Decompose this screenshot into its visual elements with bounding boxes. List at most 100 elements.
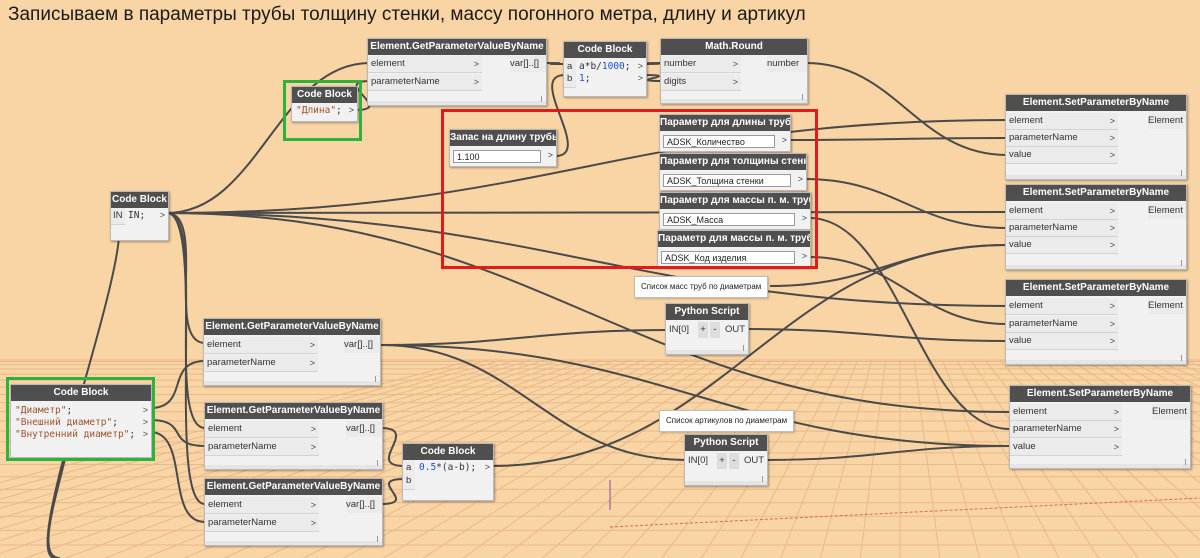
node-title: Element.SetParameterByName xyxy=(1010,386,1190,402)
node-title: Code Block xyxy=(403,444,493,460)
output-port[interactable]: var[]..[] xyxy=(346,497,382,513)
code-block-in[interactable]: Code Block IN IN; > xyxy=(110,191,169,241)
input-port-parametername[interactable]: parameterName> xyxy=(1006,220,1118,237)
input-port-b[interactable]: b xyxy=(564,71,576,88)
node-title: Element.SetParameterByName xyxy=(1006,95,1186,111)
note-massa[interactable]: Список масс труб по диаметрам xyxy=(634,276,769,298)
node-title: Параметр для массы п. м. трубы xyxy=(660,193,810,209)
output-port[interactable]: Element xyxy=(1148,298,1186,314)
code-block-ab[interactable]: Code Block a b a*b/1000; 1; >> xyxy=(563,41,647,97)
string-node-param-massa[interactable]: Параметр для массы п. м. трубы ADSK_Масс… xyxy=(659,192,811,230)
input-port-in0[interactable]: IN[0] xyxy=(669,324,690,335)
input-port-value[interactable]: value> xyxy=(1006,333,1118,350)
node-title: Code Block xyxy=(11,385,151,401)
remove-input-button[interactable]: - xyxy=(710,322,720,338)
node-title: Python Script xyxy=(666,304,748,320)
set-param-node-1[interactable]: Element.SetParameterByName element> para… xyxy=(1005,94,1187,180)
input-port-value[interactable]: value> xyxy=(1010,439,1122,456)
string-value-input[interactable]: ADSK_Масса xyxy=(663,213,795,226)
node-title: Math.Round xyxy=(661,39,807,55)
node-title: Element.GetParameterValueByName xyxy=(205,403,382,419)
output-port[interactable]: var[]..[] xyxy=(346,421,382,437)
green-highlight-frame-diameters xyxy=(6,377,155,461)
node-title: Element.SetParameterByName xyxy=(1006,280,1186,296)
input-port-in[interactable]: IN xyxy=(111,208,125,225)
remove-input-button[interactable]: - xyxy=(729,453,739,469)
node-title: Code Block xyxy=(292,87,357,103)
code-text[interactable]: a*b/1000; 1; xyxy=(579,61,631,84)
code-text[interactable]: IN; xyxy=(128,210,146,221)
output-port[interactable]: OUT xyxy=(725,324,746,335)
output-port[interactable]: Element xyxy=(1148,113,1186,129)
input-port-parametername[interactable]: parameterName> xyxy=(204,355,318,372)
green-highlight-frame-dlina xyxy=(283,80,362,141)
get-param-node-3[interactable]: Element.GetParameterValueByName element>… xyxy=(204,478,383,546)
note-artikul[interactable]: Список артикулов по диаметрам xyxy=(659,410,795,432)
node-title: Параметр для толщины стенки xyxy=(660,154,806,170)
node-title: Запас на длину трубы xyxy=(450,130,556,146)
diagram-title: Записываем в параметры трубы толщину сте… xyxy=(8,4,806,25)
add-input-button[interactable]: + xyxy=(698,322,708,338)
red-highlight-frame xyxy=(441,109,818,269)
python-script-node-1[interactable]: Python Script IN[0] + - OUT xyxy=(665,303,749,355)
node-title: Code Block xyxy=(564,42,646,58)
input-port-element[interactable]: element> xyxy=(205,497,319,514)
get-param-node-top[interactable]: Element.GetParameterValueByName element>… xyxy=(367,38,547,106)
node-title: Element.SetParameterByName xyxy=(1006,185,1186,201)
input-port-parametername[interactable]: parameterName> xyxy=(205,439,319,456)
math-round-node[interactable]: Math.Round number> digits> number xyxy=(660,38,808,104)
set-param-node-4[interactable]: Element.SetParameterByName element> para… xyxy=(1009,385,1191,469)
node-title: Параметр для массы п. м. трубы xyxy=(658,231,810,247)
input-port-element[interactable]: element> xyxy=(1010,404,1122,421)
input-port-parametername[interactable]: parameterName> xyxy=(368,74,482,91)
get-param-node-2[interactable]: Element.GetParameterValueByName element>… xyxy=(204,402,383,470)
output-port[interactable]: var[]..[] xyxy=(510,56,546,72)
number-node-zapas[interactable]: Запас на длину трубы 1.100 > xyxy=(449,129,557,167)
string-node-param-tolshina[interactable]: Параметр для толщины стенки ADSK_Толщина… xyxy=(659,153,807,191)
node-title: Element.GetParameterValueByName xyxy=(368,39,546,55)
input-port-element[interactable]: element> xyxy=(1006,113,1118,130)
input-port-element[interactable]: element> xyxy=(1006,298,1118,315)
code-text[interactable]: "Длина"; xyxy=(296,105,342,116)
string-node-param-dlina[interactable]: Параметр для длины трубы ADSK_Количество… xyxy=(659,114,791,152)
node-title: Element.GetParameterValueByName xyxy=(204,319,380,335)
node-title: Element.GetParameterValueByName xyxy=(205,479,382,495)
node-title: Параметр для длины трубы xyxy=(660,115,790,131)
input-port-parametername[interactable]: parameterName> xyxy=(1006,130,1118,147)
output-port[interactable]: Element xyxy=(1152,404,1190,420)
input-port-element[interactable]: element> xyxy=(1006,203,1118,220)
string-value-input[interactable]: ADSK_Код изделия xyxy=(661,251,795,264)
code-block-diameters[interactable]: Code Block "Диаметр"; "Внешний диаметр";… xyxy=(10,384,152,458)
code-text[interactable]: 0.5*(a-b); xyxy=(419,462,477,473)
input-port-element[interactable]: element> xyxy=(368,56,482,73)
node-title: Code Block xyxy=(111,192,168,208)
get-param-node-1[interactable]: Element.GetParameterValueByName element>… xyxy=(203,318,381,386)
input-port-element[interactable]: element> xyxy=(205,421,319,438)
input-port-digits[interactable]: digits> xyxy=(661,74,741,91)
string-value-input[interactable]: ADSK_Толщина стенки xyxy=(663,174,791,187)
string-node-param-kod[interactable]: Параметр для массы п. м. трубы ADSK_Код … xyxy=(657,230,811,268)
code-block-dlina[interactable]: Code Block "Длина"; > xyxy=(291,86,358,122)
input-port-b[interactable]: b xyxy=(403,473,415,490)
input-port-element[interactable]: element> xyxy=(204,337,318,354)
input-port-parametername[interactable]: parameterName> xyxy=(1010,421,1122,438)
code-block-half[interactable]: Code Block a b 0.5*(a-b); > xyxy=(402,443,494,501)
output-port[interactable]: OUT xyxy=(744,455,765,466)
node-title: Python Script xyxy=(685,435,767,451)
input-port-parametername[interactable]: parameterName> xyxy=(1006,316,1118,333)
string-value-input[interactable]: ADSK_Количество xyxy=(663,135,775,148)
output-port[interactable]: var[]..[] xyxy=(344,337,380,353)
set-param-node-3[interactable]: Element.SetParameterByName element> para… xyxy=(1005,279,1187,365)
output-port[interactable]: number xyxy=(767,56,807,72)
number-value-input[interactable]: 1.100 xyxy=(453,150,541,163)
output-port[interactable]: Element xyxy=(1148,203,1186,219)
code-text[interactable]: "Диаметр"; "Внешний диаметр"; "Внутренни… xyxy=(15,405,136,440)
set-param-node-2[interactable]: Element.SetParameterByName element> para… xyxy=(1005,184,1187,270)
add-input-button[interactable]: + xyxy=(717,453,727,469)
python-script-node-2[interactable]: Python Script IN[0] + - OUT xyxy=(684,434,768,486)
input-port-value[interactable]: value> xyxy=(1006,237,1118,254)
input-port-number[interactable]: number> xyxy=(661,56,741,73)
input-port-value[interactable]: value> xyxy=(1006,147,1118,164)
input-port-parametername[interactable]: parameterName> xyxy=(205,515,319,532)
input-port-in0[interactable]: IN[0] xyxy=(688,455,709,466)
